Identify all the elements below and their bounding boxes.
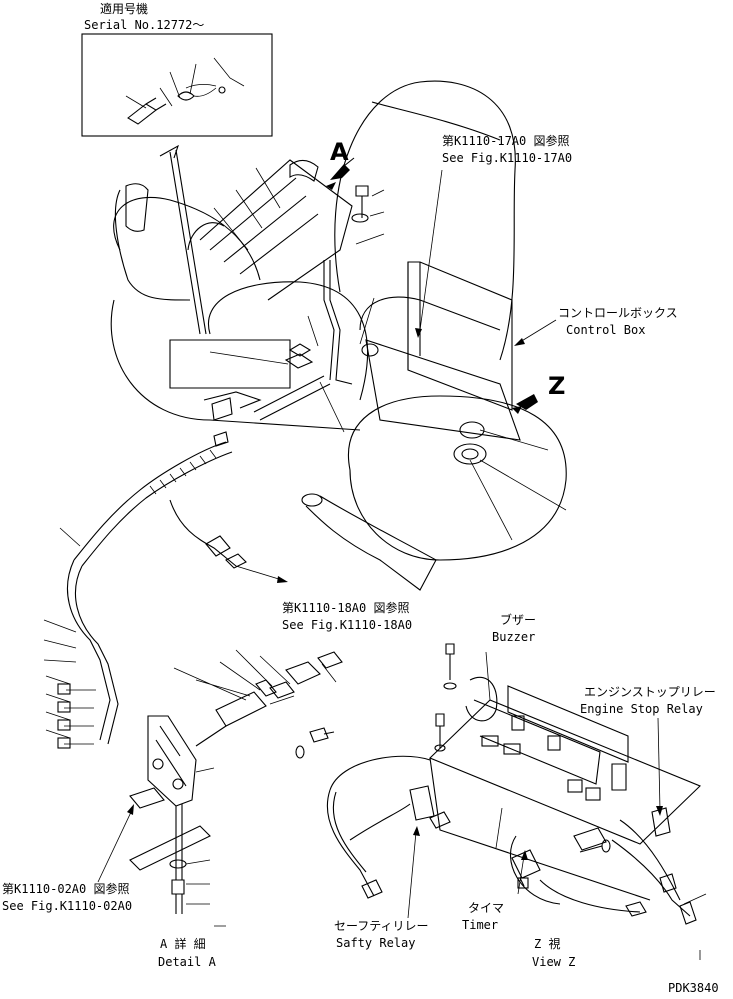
- view-a-letter: A: [330, 138, 349, 166]
- view-z-label-jp: Z 視: [534, 936, 560, 951]
- ref-18a0-label-jp: 第K1110-18A0 図参照: [282, 600, 409, 615]
- view-z-label-en: View Z: [532, 955, 575, 969]
- ref-17a0-label-en: See Fig.K1110-17A0: [442, 151, 572, 165]
- view-z-assembly: [326, 643, 707, 960]
- detail-a-assembly: [129, 649, 343, 927]
- reference-leaders: [97, 169, 663, 919]
- buzzer-label-jp: ブザー: [500, 612, 536, 627]
- ref-18a0-label-en: See Fig.K1110-18A0: [282, 618, 412, 632]
- control-box-label-en: Control Box: [566, 323, 645, 337]
- control-box-label-jp: コントロールボックス: [558, 306, 678, 320]
- inset-pointer-arrow: [159, 144, 207, 335]
- detail-a-label-jp: A 詳 細: [160, 936, 206, 951]
- serial-inset: [81, 33, 273, 137]
- view-z-arrow: [512, 394, 538, 414]
- ref-02a0-label-en: See Fig.K1110-02A0: [2, 899, 132, 913]
- leader-lines-main: [43, 167, 567, 739]
- buzzer-label-en: Buzzer: [492, 630, 535, 644]
- detail-a-label-en: Detail A: [158, 955, 217, 969]
- engine-stop-relay-label-jp: エンジンストップリレー: [584, 685, 716, 699]
- safety-relay-label-en: Safty Relay: [336, 936, 415, 950]
- drawing-number: PDK3840: [668, 981, 719, 995]
- view-a-arrow: [326, 157, 355, 190]
- serial-label-jp: 適用号機: [100, 1, 148, 16]
- safety-relay-label-jp: セーフティリレー: [334, 919, 429, 933]
- seat-assembly: [57, 80, 567, 749]
- ref-17a0-label-jp: 第K1110-17A0 図参照: [442, 133, 569, 148]
- ref-02a0-label-jp: 第K1110-02A0 図参照: [2, 881, 129, 896]
- view-z-letter: Z: [548, 372, 565, 400]
- serial-label-en: Serial No.12772～: [84, 18, 204, 32]
- timer-label-en: Timer: [462, 918, 498, 932]
- timer-label-jp: タイマ: [468, 901, 504, 915]
- engine-stop-relay-label-en: Engine Stop Relay: [580, 702, 703, 716]
